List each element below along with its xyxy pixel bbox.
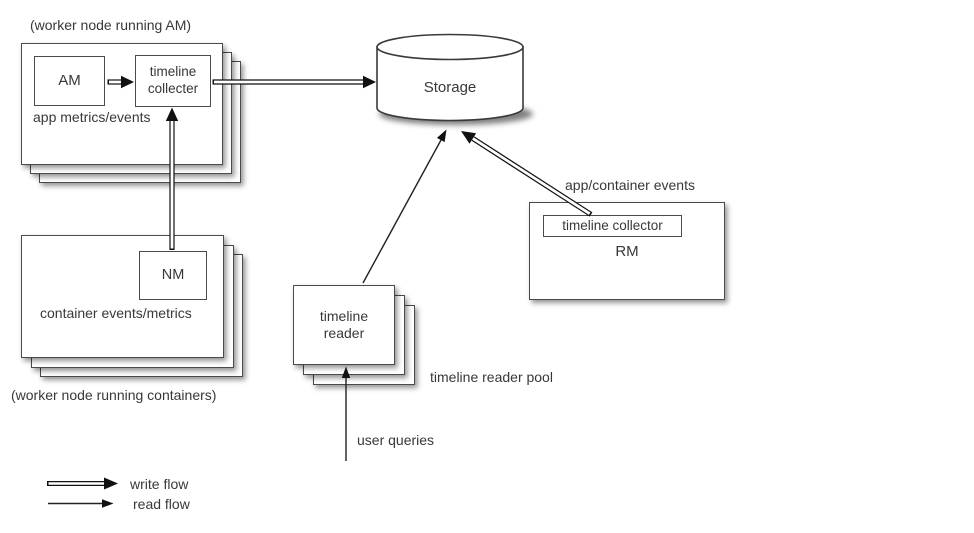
storage-node-label: Storage [423,79,477,96]
worker-am-caption: (worker node running AM) [30,17,192,33]
rm-timeline-collector-node: timeline collector [543,215,682,237]
legend-read-flow-label: read flow [133,496,190,512]
timeline-collecter-node: timeline collecter [135,55,211,107]
legend-write-flow-label: write flow [130,476,189,492]
app-metrics-events-label: app metrics/events [33,109,151,125]
am-node: AM [34,56,105,106]
legend-write-flow-arrow [47,477,118,490]
rm-label: RM [615,243,639,260]
app-container-events-label: app/container events [565,177,695,193]
user-queries-label: user queries [357,432,435,448]
container-events-metrics-label: container events/metrics [40,305,192,321]
worker-containers-caption: (worker node running containers) [11,387,217,403]
timeline-reader-pool-label: timeline reader pool [430,369,553,385]
nm-node: NM [139,251,207,300]
legend-read-flow-arrow [48,499,114,508]
timeline-reader-node: timeline reader [293,285,395,365]
read-arrow-reader-to-storage [362,129,447,284]
